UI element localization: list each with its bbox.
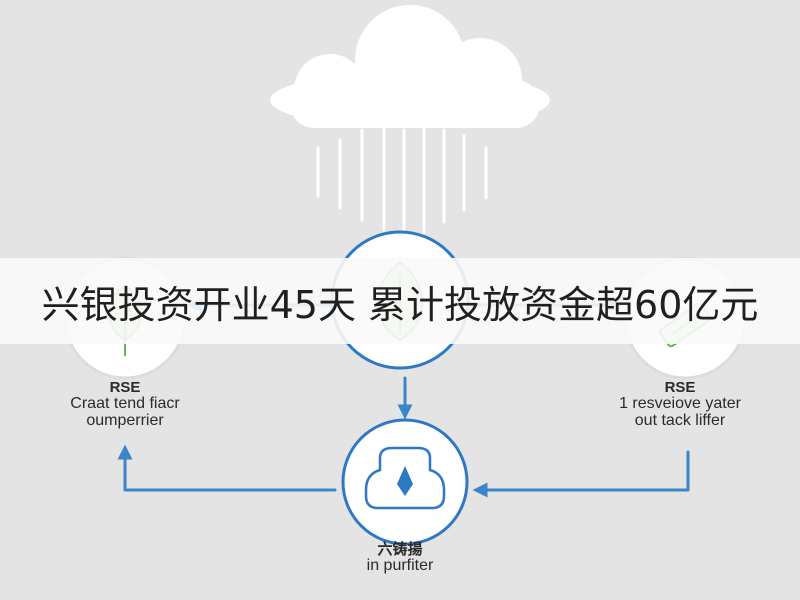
node-left-line2: oumperrier (86, 411, 164, 429)
node-bottom-line1: in purfiter (366, 556, 434, 574)
node-right-label: RSE 1 resveiove yater out tack liffer (570, 380, 790, 429)
node-left-line1: Craat tend fiacr (70, 394, 180, 412)
shield-icon (364, 446, 446, 510)
rain-streaks (316, 126, 488, 238)
cloud-icon (270, 5, 550, 128)
node-bottom (341, 418, 469, 546)
headline-banner: 兴银投资开业45天 累计投放资金超60亿元 (0, 258, 800, 344)
node-bottom-heading: 六铸揚 (377, 541, 423, 558)
node-right-line2: out tack liffer (634, 411, 726, 429)
node-right-line1: 1 resveiove yater (619, 394, 741, 412)
node-right-heading: RSE (664, 379, 696, 396)
node-bottom-label: 六铸揚 in purfiter (300, 542, 500, 575)
node-left-label: RSE Craat tend fiacr oumperrier (20, 380, 230, 429)
headline-title: 兴银投资开业45天 累计投放资金超60亿元 (41, 282, 759, 327)
node-left-heading: RSE (109, 379, 141, 396)
